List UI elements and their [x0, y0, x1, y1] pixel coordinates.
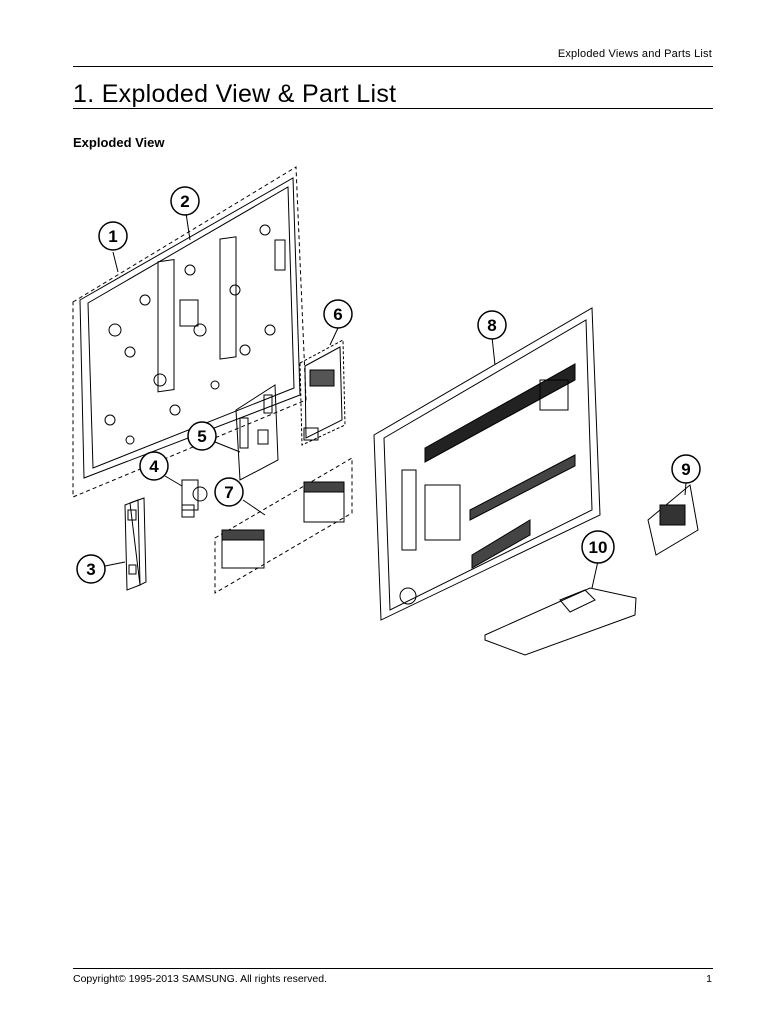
- stand-neck: [647, 482, 699, 556]
- callout-8: 8: [477, 310, 507, 340]
- svg-text:9: 9: [681, 460, 690, 479]
- svg-text:2: 2: [180, 192, 189, 211]
- callout-2: 2: [170, 186, 200, 216]
- footer-rule: [73, 968, 713, 969]
- svg-text:10: 10: [589, 538, 608, 557]
- callout-1: 1: [98, 221, 128, 251]
- exploded-view-diagram: 1 2 3 4 5 6 7 8 9 10: [72, 166, 701, 656]
- footer-copyright: Copyright© 1995-2013 SAMSUNG. All rights…: [73, 973, 328, 985]
- callout-7: 7: [214, 477, 244, 507]
- side-boards: [214, 457, 353, 594]
- svg-text:7: 7: [224, 483, 233, 502]
- svg-text:1: 1: [108, 227, 117, 246]
- callouts: 1 2 3 4 5 6 7 8 9 10: [76, 186, 701, 584]
- rear-cover: [373, 307, 601, 621]
- callout-9: 9: [671, 454, 701, 484]
- svg-text:4: 4: [149, 457, 159, 476]
- header-rule: [73, 66, 713, 67]
- callout-4: 4: [139, 451, 169, 481]
- title-rule: [73, 108, 713, 109]
- svg-text:8: 8: [487, 316, 496, 335]
- control-part: [164, 475, 208, 518]
- main-board: [214, 384, 279, 481]
- callout-10: 10: [581, 530, 615, 564]
- callout-3: 3: [76, 554, 106, 584]
- stand-base: [484, 560, 637, 656]
- running-header: Exploded Views and Parts List: [557, 48, 712, 60]
- panel-assembly: [72, 166, 307, 498]
- callout-6: 6: [323, 299, 353, 329]
- footer-page-number: 1: [706, 973, 712, 985]
- page-title: 1. Exploded View & Part List: [73, 80, 397, 108]
- svg-text:5: 5: [197, 427, 206, 446]
- power-board: [299, 327, 346, 446]
- bracket-part: [104, 497, 147, 591]
- section-heading: Exploded View: [73, 135, 165, 150]
- svg-text:6: 6: [333, 305, 342, 324]
- callout-5: 5: [187, 421, 217, 451]
- svg-text:3: 3: [86, 560, 95, 579]
